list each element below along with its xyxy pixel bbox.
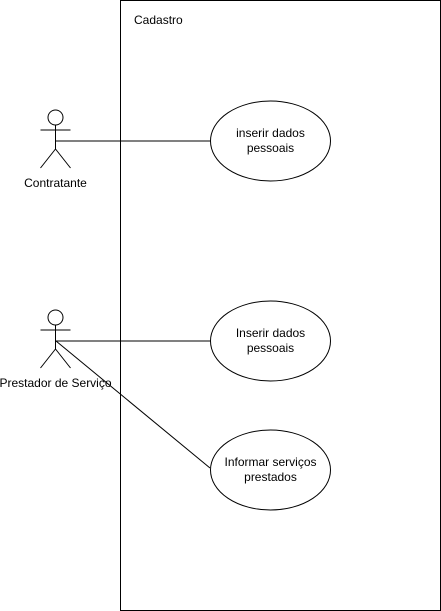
actor-contratante[interactable]: Contratante <box>24 109 87 190</box>
actor-name: Contratante <box>24 176 87 190</box>
use-case-ellipse <box>210 100 331 182</box>
use-case-label-line-2: pessoais <box>247 141 294 155</box>
system-boundary-label: Cadastro <box>134 13 183 27</box>
use-case-ellipse <box>210 300 331 382</box>
use-case-informar-servicos-prestados[interactable]: Informar serviços prestados <box>210 429 331 511</box>
stick-figure-icon <box>40 309 71 369</box>
stick-figure-icon <box>40 109 71 169</box>
use-case-inserir-dados-pessoais[interactable]: inserir dados pessoais <box>210 100 331 182</box>
use-case-label-line-2: pessoais <box>247 341 294 355</box>
use-case-label-line-2: prestados <box>244 470 297 484</box>
associations <box>55 140 211 469</box>
use-case-label-line-1: Inserir dados <box>236 326 305 340</box>
association-prestador-uc3[interactable] <box>55 340 211 469</box>
actor-name: Prestador de Serviço <box>0 376 112 390</box>
use-case-label-line-1: inserir dados <box>236 126 305 140</box>
actor-prestador-de-servico[interactable]: Prestador de Serviço <box>0 309 112 390</box>
use-case-label-line-1: Informar serviços <box>224 455 316 469</box>
use-case-ellipse <box>210 429 331 511</box>
use-case-inserir-dados-pessoais-prestador[interactable]: Inserir dados pessoais <box>210 300 331 382</box>
